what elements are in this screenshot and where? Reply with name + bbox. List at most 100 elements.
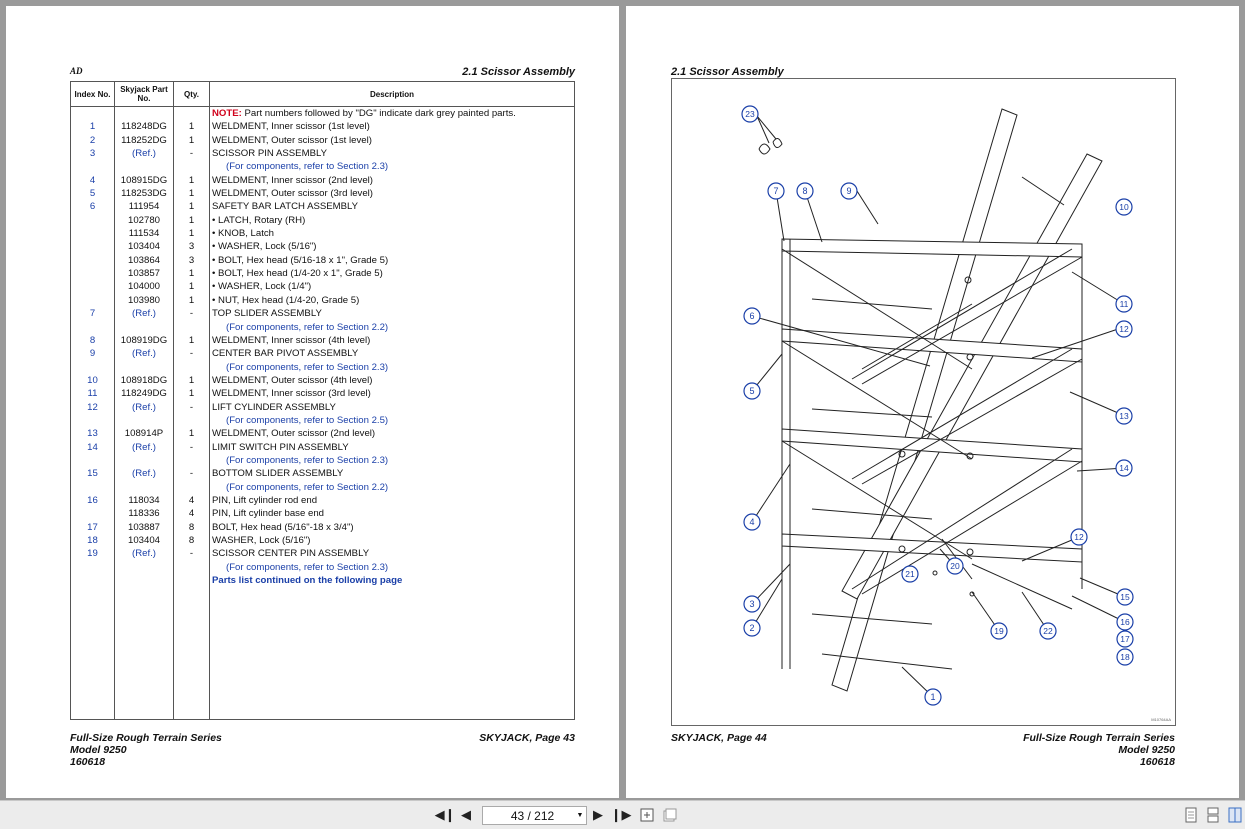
table-row: 12(Ref.)-LIFT CYLINDER ASSEMBLY	[70, 400, 575, 414]
footer-right: Full-Size Rough Terrain Series Model 925…	[1023, 732, 1175, 768]
index-cell: 6	[70, 200, 115, 214]
table-filler-row	[70, 587, 575, 721]
qty-cell: 1	[173, 120, 210, 134]
svg-text:19: 19	[994, 626, 1004, 636]
section-reference: (For components, refer to Section 2.3)	[209, 160, 575, 174]
table-row: 9(Ref.)-CENTER BAR PIVOT ASSEMBLY	[70, 347, 575, 361]
part-number-cell: (Ref.)	[114, 467, 174, 481]
footer-series: Full-Size Rough Terrain Series	[70, 732, 222, 744]
section-reference-link[interactable]: (For components, refer to Section 2.3)	[226, 454, 389, 466]
page-number-value: 43 / 212	[510, 808, 555, 823]
filler-cell	[70, 587, 115, 721]
callout-20: 20	[946, 557, 964, 575]
first-page-icon[interactable]: ◀❙	[434, 807, 456, 822]
svg-text:23: 23	[745, 109, 755, 119]
table-row-subref: (For components, refer to Section 2.3)	[70, 560, 575, 575]
section-reference: (For components, refer to Section 2.3)	[209, 560, 575, 575]
section-reference-link[interactable]: (For components, refer to Section 2.3)	[226, 561, 389, 573]
two-page-icon[interactable]	[662, 807, 678, 823]
description-cell: • LATCH, Rotary (RH)	[209, 213, 575, 228]
part-number-cell: 103857	[114, 267, 174, 281]
callout-11: 11	[1115, 295, 1133, 313]
qty-cell: -	[173, 147, 210, 161]
index-cell: 9	[70, 347, 115, 361]
callout-18: 18	[1116, 648, 1134, 666]
footer-date: 160618	[70, 756, 106, 768]
qty-cell: -	[173, 440, 210, 454]
index-cell: 1	[70, 120, 115, 134]
description-cell: • KNOB, Latch	[209, 227, 575, 241]
qty-cell	[173, 360, 210, 374]
qty-cell: 3	[173, 253, 210, 268]
document-page-right: 2.1 Scissor Assembly	[626, 6, 1239, 798]
qty-cell	[173, 453, 210, 468]
index-cell: 16	[70, 493, 115, 508]
description-cell: LIMIT SWITCH PIN ASSEMBLY	[209, 440, 575, 454]
svg-text:12: 12	[1119, 324, 1129, 334]
col-header-part: Skyjack Part No.	[114, 81, 174, 107]
page-number-select[interactable]: 43 / 212 ▼	[482, 806, 587, 825]
part-number-cell: 118248DG	[114, 120, 174, 134]
svg-text:10: 10	[1119, 202, 1129, 212]
facing-view-icon[interactable]	[1228, 807, 1242, 823]
part-number-cell	[114, 560, 174, 575]
continuous-view-icon[interactable]	[1207, 807, 1221, 823]
table-row-subref: (For components, refer to Section 2.3)	[70, 360, 575, 374]
last-page-icon[interactable]: ❙▶	[610, 807, 632, 822]
part-number-cell	[114, 413, 174, 428]
qty-cell: 8	[173, 534, 210, 548]
col-header-index: Index No.	[70, 81, 115, 107]
index-cell: 2	[70, 133, 115, 148]
chevron-down-icon: ▼	[576, 812, 584, 819]
index-cell: 17	[70, 520, 115, 534]
part-number-cell: 118336	[114, 507, 174, 521]
svg-text:4: 4	[749, 517, 754, 527]
description-cell: WELDMENT, Outer scissor (3rd level)	[209, 187, 575, 201]
qty-cell: 1	[173, 173, 210, 188]
section-reference-link[interactable]: (For components, refer to Section 2.2)	[226, 481, 389, 493]
note-row: NOTE: Part numbers followed by "DG" indi…	[70, 106, 575, 121]
section-reference-link[interactable]: (For components, refer to Section 2.2)	[226, 321, 389, 333]
section-reference-link[interactable]: (For components, refer to Section 2.3)	[226, 161, 389, 173]
svg-text:2: 2	[749, 623, 754, 633]
qty-cell	[173, 160, 210, 174]
next-page-icon[interactable]: ▶	[593, 807, 603, 822]
continued-note: Parts list continued on the following pa…	[209, 574, 575, 588]
index-cell: 19	[70, 547, 115, 561]
section-reference-link[interactable]: (For components, refer to Section 2.5)	[226, 414, 389, 426]
table-row-subref: (For components, refer to Section 2.5)	[70, 413, 575, 428]
figure-code: M10764AA	[1151, 717, 1171, 722]
qty-cell: 1	[173, 427, 210, 441]
table-row: 19(Ref.)-SCISSOR CENTER PIN ASSEMBLY	[70, 547, 575, 561]
fit-page-icon[interactable]	[639, 807, 655, 823]
callout-17: 17	[1116, 630, 1134, 648]
part-number-cell	[114, 160, 174, 174]
svg-text:12: 12	[1074, 532, 1084, 542]
index-cell	[70, 480, 115, 494]
footer-page-number: SKYJACK, Page 44	[671, 732, 767, 744]
footer-left: Full-Size Rough Terrain Series Model 925…	[70, 732, 222, 768]
section-reference-link[interactable]: (For components, refer to Section 2.3)	[226, 361, 389, 373]
part-number-cell	[114, 320, 174, 334]
filler-cell	[114, 587, 174, 721]
qty-cell: 1	[173, 200, 210, 214]
index-cell	[70, 253, 115, 268]
single-page-view-icon[interactable]	[1185, 807, 1199, 823]
description-cell: WELDMENT, Inner scissor (2nd level)	[209, 173, 575, 188]
index-cell	[70, 453, 115, 468]
svg-text:11: 11	[1120, 299, 1129, 309]
callout-16: 16	[1116, 613, 1134, 631]
description-cell: WELDMENT, Inner scissor (4th level)	[209, 333, 575, 348]
index-cell	[70, 574, 115, 588]
prev-page-icon[interactable]: ◀	[461, 807, 471, 822]
part-number-cell: 108914P	[114, 427, 174, 441]
